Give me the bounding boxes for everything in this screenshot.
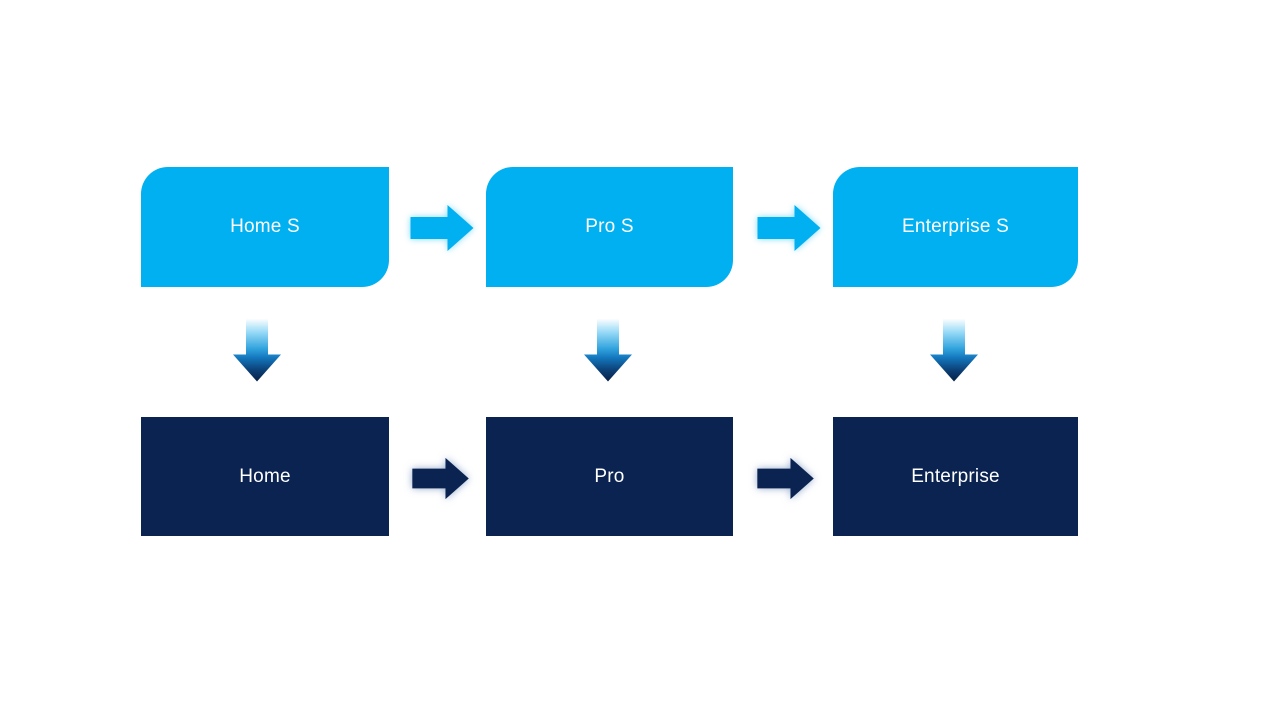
top-box-pro-s: Pro S (486, 167, 733, 287)
top-box-enterprise-s: Enterprise S (833, 167, 1078, 287)
right-arrow-icon (412, 457, 469, 500)
top-box-home-s-label: Home S (230, 216, 300, 237)
bottom-box-home: Home (141, 417, 389, 536)
right-arrow-icon (410, 205, 474, 251)
bottom-box-home-label: Home (239, 465, 291, 487)
down-arrow-icon (584, 318, 632, 382)
bottom-box-enterprise-label: Enterprise (911, 465, 1000, 487)
top-box-pro-s-label: Pro S (585, 216, 634, 237)
right-arrow-icon (757, 457, 814, 500)
top-box-home-s: Home S (141, 167, 389, 287)
bottom-box-enterprise: Enterprise (833, 417, 1078, 536)
bottom-box-pro: Pro (486, 417, 733, 536)
down-arrow-icon (233, 318, 281, 382)
bottom-box-pro-label: Pro (594, 465, 625, 487)
right-arrow-icon (757, 205, 821, 251)
top-box-enterprise-s-label: Enterprise S (902, 216, 1009, 237)
down-arrow-icon (930, 318, 978, 382)
